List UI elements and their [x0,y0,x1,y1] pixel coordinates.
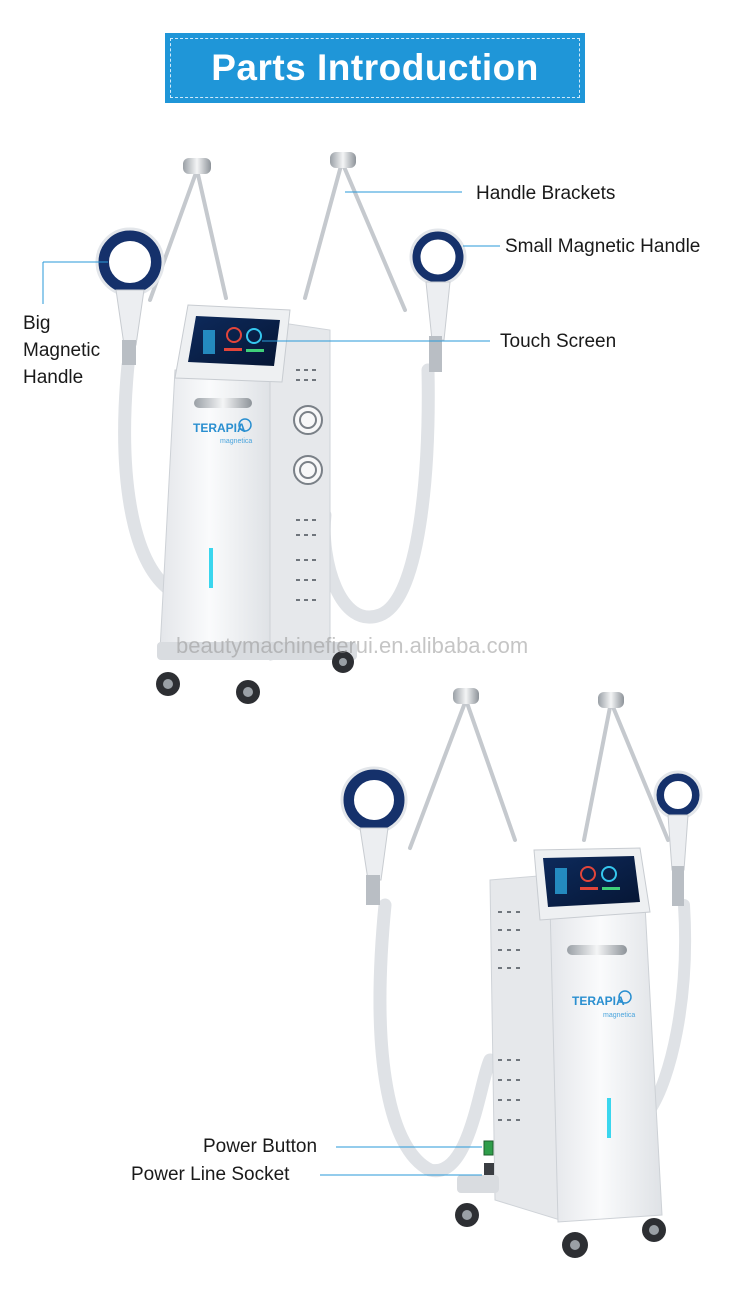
title-banner-border: Parts Introduction [170,38,580,98]
rear-cable-right [644,899,692,1116]
fan-upper [293,405,323,435]
rear-touch-screen [543,856,640,907]
rear-brand-sub: magnetica [603,1012,635,1019]
rear-small-magnetic-handle [653,770,703,906]
watermark: beautymachinefierui.en.alibaba.com [176,633,529,658]
rear-vents [498,911,520,1121]
side-vents [296,369,316,601]
label-big-magnetic-handle-2: Magnetic [23,340,101,361]
power-button[interactable] [483,1140,494,1156]
callout-lines-bottom [320,1146,482,1176]
label-power-line-socket: Power Line Socket [131,1164,290,1185]
machine-front-body [159,369,271,651]
rear-caster-wheels [455,1203,666,1258]
page-title: Parts Introduction [211,47,539,88]
status-light-strip [209,548,213,588]
small-handle-cable [317,363,435,624]
rear-machine-grip [567,945,627,955]
small-magnetic-handle [409,228,467,372]
big-handle-cable [118,358,177,597]
rear-cable-left [373,898,497,1177]
machine-grip [194,398,252,408]
brand-sub: magnetica [220,438,252,445]
rear-big-magnetic-handle [340,766,408,905]
rear-machine-base [457,1175,499,1193]
power-line-socket[interactable] [484,1163,494,1177]
label-power-button: Power Button [203,1136,318,1157]
label-big-magnetic-handle-1: Big [23,313,51,334]
machine-rear-view: TERAPIA magnetica [340,688,703,1258]
handle-brackets [148,160,407,312]
label-handle-brackets: Handle Brackets [476,183,616,204]
brand-logo: TERAPIA [193,421,246,435]
machine-front-view: TERAPIA magnetica [95,152,467,704]
machine-base [157,642,357,660]
rear-handle-brackets [408,698,670,850]
rear-brand-logo: TERAPIA [572,994,625,1008]
title-banner: Parts Introduction [165,33,585,103]
label-big-magnetic-handle-3: Handle [23,367,84,388]
label-touch-screen: Touch Screen [500,331,617,352]
rear-side-panel [489,874,561,1221]
label-small-magnetic-handle: Small Magnetic Handle [505,236,701,257]
callout-lines-top [42,191,500,342]
caster-wheels [156,651,354,704]
rear-status-light [607,1098,611,1138]
fan-lower [293,455,323,485]
